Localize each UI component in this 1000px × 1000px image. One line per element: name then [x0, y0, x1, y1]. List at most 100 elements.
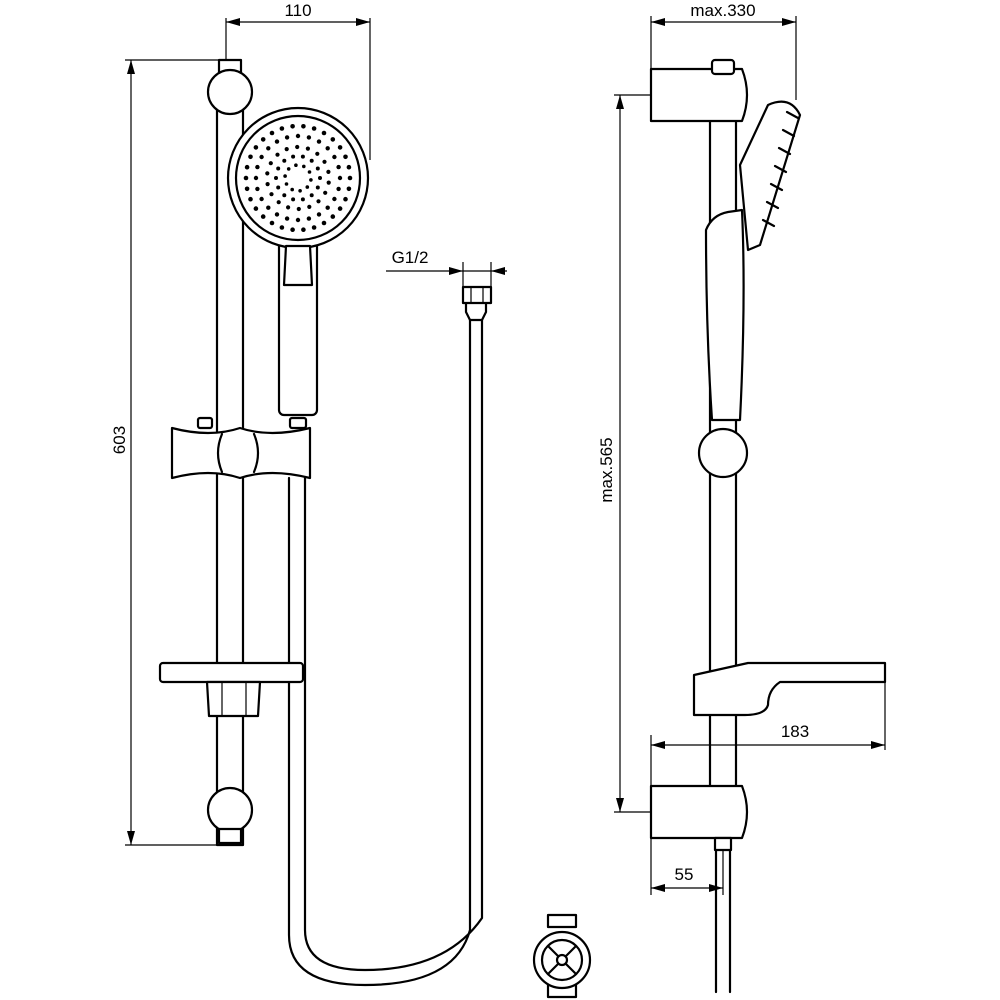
hose-front [287, 285, 493, 987]
dimensions: 110 603 G1/2 max.330 [110, 1, 886, 895]
nozzle [326, 169, 331, 174]
nozzle [337, 206, 343, 211]
label-603: 603 [110, 426, 129, 454]
nozzle [244, 186, 250, 192]
wall-elbow [532, 913, 592, 999]
front-view [158, 58, 592, 999]
nozzle [244, 164, 250, 170]
soap-dish-tray [158, 661, 305, 684]
nozzle [332, 196, 337, 202]
side-view [649, 58, 887, 994]
nozzle [255, 186, 260, 192]
top-bracket-front [206, 58, 254, 116]
nozzle [316, 199, 321, 204]
nozzle [274, 139, 280, 144]
nozzle [298, 189, 302, 193]
nozzle [243, 175, 249, 181]
nozzle [307, 204, 312, 209]
nozzle [309, 193, 314, 198]
nozzle [282, 193, 287, 198]
nozzle [290, 124, 295, 129]
nozzle [266, 146, 271, 151]
hand-shower-front [226, 106, 370, 417]
nozzle [311, 126, 317, 131]
nozzle [266, 205, 271, 210]
nozzle [291, 154, 296, 159]
label-g12: G1/2 [392, 248, 429, 267]
nozzle [337, 175, 343, 181]
nozzle [290, 227, 295, 232]
dim-max-spacing: max.565 [597, 94, 651, 813]
nozzle [268, 161, 273, 166]
nozzle [265, 182, 270, 187]
nozzle [276, 166, 281, 171]
hose-nut [461, 285, 493, 305]
nozzle [309, 178, 313, 182]
soap-dish-side [692, 661, 887, 717]
nozzle [294, 163, 298, 167]
bottom-bracket-front [206, 786, 254, 845]
nozzle [343, 154, 348, 160]
label-55: 55 [675, 865, 694, 884]
nozzle [343, 196, 348, 202]
nozzle [306, 216, 312, 221]
nozzle [276, 185, 281, 190]
nozzle [284, 182, 289, 186]
nozzle [301, 124, 306, 129]
nozzle [316, 139, 322, 144]
label-183: 183 [781, 722, 809, 741]
nozzle [302, 164, 306, 169]
nozzle [274, 212, 280, 217]
nozzle [259, 154, 264, 160]
nozzle [300, 154, 305, 159]
nozzle [295, 133, 301, 139]
dim-bar-height: 603 [110, 59, 220, 846]
nozzle [326, 180, 331, 185]
nozzle [322, 159, 327, 164]
nozzle [286, 167, 291, 171]
label-max330: max.330 [690, 1, 755, 20]
hand-shower-side [704, 100, 802, 422]
shower-neck [282, 244, 314, 287]
nozzle [260, 214, 266, 219]
nozzle [265, 171, 270, 176]
nozzle [275, 152, 280, 157]
nozzle [279, 126, 285, 131]
nozzle [337, 145, 343, 150]
nozzle [332, 154, 337, 160]
label-max565: max.565 [597, 437, 616, 502]
nozzle [291, 197, 296, 202]
dim-wall-offset: 55 [650, 838, 724, 895]
bottom-bracket-side [649, 784, 749, 852]
nozzle [318, 176, 322, 180]
nozzle [346, 164, 352, 170]
nozzle [253, 145, 259, 150]
nozzle [290, 187, 295, 192]
nozzle [315, 151, 320, 156]
nozzle [269, 130, 275, 136]
nozzle [248, 154, 253, 160]
nozzle [321, 220, 327, 226]
nozzle [253, 206, 259, 211]
nozzle [269, 220, 275, 226]
nozzle [274, 176, 278, 180]
nozzle [325, 146, 330, 151]
nozzle [295, 217, 301, 223]
nozzle [255, 164, 260, 170]
nozzle [311, 225, 317, 230]
nozzle [346, 186, 352, 192]
nozzle [283, 174, 287, 178]
dim-head-diameter: 110 [225, 1, 371, 160]
shower-nozzles [243, 124, 353, 232]
dim-connector-thread: G1/2 [386, 248, 507, 287]
nozzle [269, 192, 274, 197]
nozzle [347, 175, 353, 181]
top-bracket-side [649, 58, 749, 123]
nozzle [330, 137, 336, 142]
nozzle [323, 190, 328, 195]
slider-holder-front [170, 416, 312, 480]
slider-body [170, 426, 312, 480]
nozzle [284, 135, 290, 140]
nozzle [260, 137, 266, 142]
